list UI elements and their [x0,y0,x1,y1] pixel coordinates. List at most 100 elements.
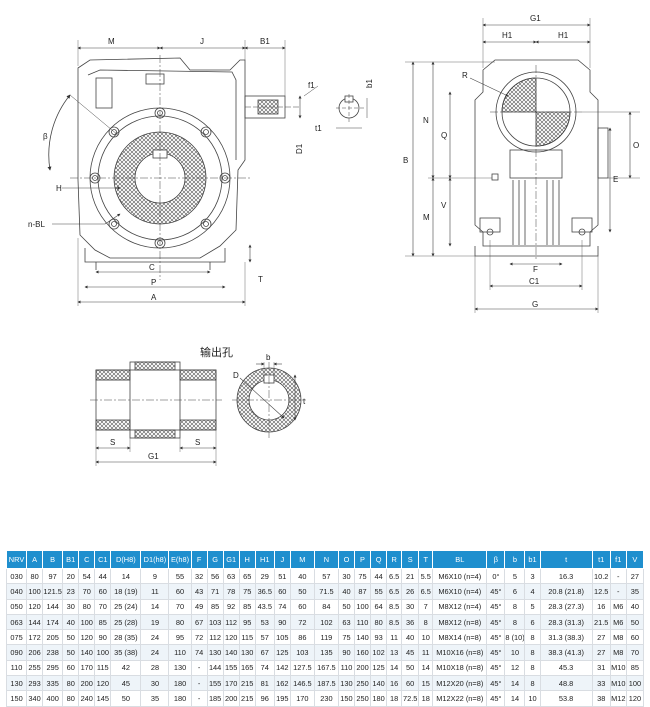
table-cell: 70 [94,598,112,615]
table-cell: 80 [370,613,388,631]
table-cell: 102 [370,644,388,661]
table-cell: 10 [418,629,434,646]
table-cell: 55 [168,567,192,585]
dim-label-S-left: S [110,438,115,447]
table-cell: 40 [625,598,645,615]
table-cell: 206 [26,644,44,661]
column-header: b [504,550,526,569]
dim-label-t1: t1 [315,124,322,133]
table-cell: 112 [206,629,224,646]
table-cell: 70 [168,598,192,615]
column-header: S [401,550,420,569]
table-cell: 29 [254,567,275,585]
table-cell: 100 [78,613,96,631]
dim-label-C1: C1 [529,277,540,286]
table-cell: 127.5 [289,659,315,677]
table-cell: 400 [42,690,64,707]
table-cell: 74 [254,659,275,677]
table-cell: 65 [238,567,256,585]
column-header: J [273,550,291,569]
table-cell: 6 [524,613,541,631]
table-cell: 0° [486,567,506,585]
table-cell: 11 [140,583,170,600]
table-cell: 32 [190,567,208,585]
table-cell: 115 [94,659,112,677]
table-cell: 31.3 (38.3) [539,629,593,646]
table-cell: 103 [289,644,315,661]
table-cell: 57 [313,567,339,585]
table-cell: 44 [370,567,388,585]
table-cell: 130 [206,644,224,661]
table-cell: 50 [62,644,80,661]
table-cell: 135 [313,644,339,661]
dim-label-H: H [56,184,62,193]
table-cell: 8.5 [386,598,403,615]
table-cell: 14 [110,567,142,585]
table-cell: M6X10 (n=4) [432,567,488,585]
dim-label-t: t [303,397,306,406]
table-cell: 60 [289,598,315,615]
table-cell: 165 [238,659,256,677]
table-cell: 8 [524,629,541,646]
table-cell: 16.3 [539,567,593,585]
table-cell: 60 [168,583,192,600]
dim-label-D: D [233,371,239,380]
table-cell: 125 [273,644,291,661]
dim-label-F: F [533,265,538,274]
dim-label-E: E [613,175,618,184]
table-cell: 255 [26,659,44,677]
table-cell: 340 [26,690,44,707]
column-header: R [386,550,403,569]
table-cell: M6 [609,613,627,631]
column-header: T [418,550,434,569]
table-cell: 45 [110,675,142,692]
table-cell: 74 [190,644,208,661]
table-cell: 130 [168,659,192,677]
column-header: t [539,550,593,569]
table-cell: 170 [78,659,96,677]
table-cell: 60 [273,583,291,600]
column-header: P [353,550,372,569]
table-cell: 45° [486,690,506,707]
table-cell: 14 [504,690,526,707]
column-header: M [289,550,315,569]
table-cell: 45° [486,675,506,692]
table-cell: 146.5 [289,675,315,692]
table-cell: 75 [353,567,372,585]
dim-label-Q: Q [441,131,447,140]
side-view [405,18,640,313]
table-cell: 27 [591,629,611,646]
table-cell: 140 [353,629,372,646]
table-cell: 90 [273,613,291,631]
table-cell: 44 [94,567,112,585]
table-cell: 36 [401,613,420,631]
table-cell: 80 [168,613,192,631]
column-header: C [78,550,96,569]
output-hole-view [90,361,306,466]
column-header: Q [370,550,388,569]
table-cell: 14 [386,659,403,677]
dim-label-P: P [151,278,156,287]
table-cell: 10.2 [591,567,611,585]
table-cell: 200 [222,690,240,707]
table-cell: 110 [337,659,356,677]
column-header: G1 [222,550,240,569]
table-cell: 14 [418,659,434,677]
table-cell: 8 [418,613,434,631]
table-cell: 45.3 [539,659,593,677]
table-cell: 45° [486,613,506,631]
table-cell: 28 [140,659,170,677]
table-cell: 8 [524,675,541,692]
table-cell: 40 [401,629,420,646]
front-view-labels: M J B1 f1 b1 t1 D1 β H n-BL C P A T [28,37,374,302]
table-cell: 50 [401,659,420,677]
table-cell: 80 [26,567,44,585]
table-cell: 9 [140,567,170,585]
table-cell: 5.5 [418,567,434,585]
dim-label-b: b [266,353,271,362]
column-header: D1(h8) [140,550,170,569]
